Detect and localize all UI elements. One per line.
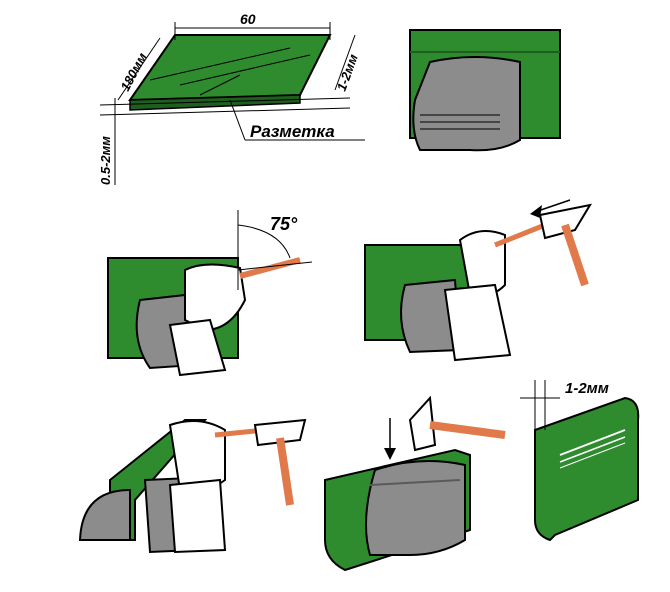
panel-result: 1-2мм: [520, 380, 640, 542]
hammer-icon: [253, 418, 307, 506]
vise-icon: [412, 56, 521, 152]
chisel-icon: [494, 222, 546, 248]
label-allowance: 1-2мм: [565, 380, 609, 397]
hand-sleeve: [443, 283, 512, 362]
label-marking: Разметка: [250, 122, 335, 141]
panel-strike: [364, 199, 593, 362]
panel-clamped: [409, 29, 561, 152]
vise-icon: [365, 460, 466, 556]
panel-chisel-angle: 75°: [107, 210, 313, 377]
label-thickness: 1-2мм: [334, 52, 361, 93]
panel-bending: [78, 418, 307, 554]
label-depth: 0.5-2мм: [98, 136, 113, 185]
hand-sleeve: [168, 318, 227, 377]
label-angle: 75°: [270, 214, 298, 234]
vise-icon: [78, 488, 131, 541]
plate-top: [128, 34, 332, 102]
arrow-icon: [530, 199, 571, 218]
hammer-icon: [408, 395, 506, 452]
chisel-icon: [239, 257, 301, 279]
panel-marking: 60 180мм 1-2мм 0.5-2мм Разметка: [98, 11, 365, 185]
label-width: 60: [240, 11, 256, 27]
hammer-icon: [538, 203, 593, 287]
panel-flattening: [324, 395, 506, 572]
hand-sleeve: [168, 478, 227, 554]
arrow-icon: [384, 418, 396, 460]
plate-edge: [129, 94, 301, 111]
finished-part: [534, 396, 640, 542]
